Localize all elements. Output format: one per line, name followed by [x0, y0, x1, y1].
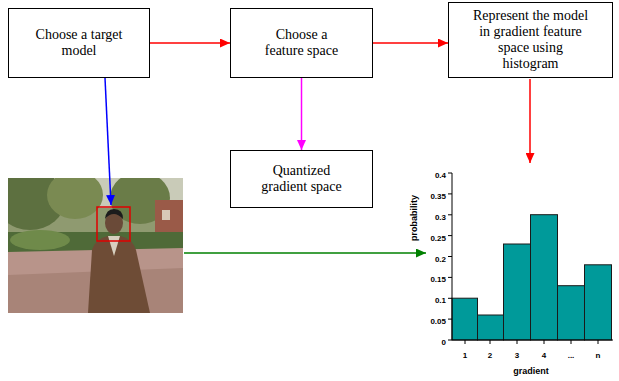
- photo: [8, 178, 183, 313]
- target-rectangle: [97, 207, 130, 241]
- y-ticks: [448, 173, 452, 340]
- process-box: Choose a feature space: [230, 8, 373, 78]
- axis-tick-label: 0.25: [430, 234, 446, 243]
- chart-label-holder: 0.15: [430, 268, 446, 286]
- chart-label-holder: 0: [442, 331, 446, 349]
- bar: [558, 286, 585, 340]
- box-text: Choose a target model: [34, 27, 124, 59]
- chart-label-holder: 0.4: [435, 164, 446, 182]
- axis-tick-label: 0.3: [435, 213, 446, 222]
- x-axis: [452, 340, 613, 341]
- axis-tick-label: 0.2: [435, 255, 446, 264]
- jacket: [88, 236, 150, 313]
- chart-label-holder: 0.3: [435, 206, 446, 224]
- axis-tick-label: 4: [542, 351, 546, 360]
- axis-tick-label: 0.35: [430, 192, 446, 201]
- chart-label-holder: 0.25: [430, 227, 446, 245]
- axis-tick-label: 1: [463, 351, 467, 360]
- chart-label-holder: 0.2: [435, 248, 446, 266]
- box-text: Choose a feature space: [256, 27, 348, 59]
- bar: [504, 244, 531, 340]
- bar: [531, 215, 558, 340]
- bar: [452, 298, 478, 340]
- chart-label-holder: probability: [403, 195, 421, 241]
- window: [162, 210, 170, 220]
- collar: [108, 236, 120, 256]
- box-text: Represent the model in gradient feature …: [469, 8, 593, 72]
- green-arrow: [184, 252, 426, 254]
- chart-label-holder: n: [596, 344, 601, 362]
- flow-arrow: [373, 42, 448, 44]
- histogram: [448, 173, 613, 344]
- process-box: Quantized gradient space: [230, 150, 373, 208]
- axis-tick-label: 3: [515, 351, 519, 360]
- flow-arrow: [301, 78, 303, 150]
- tree: [47, 178, 103, 219]
- axis-title: gradient: [513, 366, 549, 376]
- blue-arrow: [105, 78, 111, 205]
- box-text: Quantized gradient space: [254, 163, 350, 195]
- chart-label-holder: gradient: [513, 360, 549, 378]
- chart-label-holder: 0.1: [435, 289, 446, 307]
- axis-tick-label: n: [596, 351, 601, 360]
- chart-label-holder: ...: [568, 344, 575, 362]
- chart-label-holder: 2: [488, 344, 492, 362]
- chart-label-holder: 0.05: [430, 310, 446, 328]
- chart-label-holder: 1: [463, 344, 467, 362]
- hair: [105, 209, 123, 219]
- axis-title: probability: [409, 195, 419, 241]
- chart-label-holder: 3: [515, 344, 519, 362]
- bar: [585, 265, 612, 340]
- chart-label-holder: 4: [542, 344, 546, 362]
- process-box: Choose a target model: [8, 8, 150, 78]
- x-ticks: [465, 340, 598, 344]
- process-box: Represent the model in gradient feature …: [448, 2, 613, 78]
- axis-tick-label: 0.05: [430, 317, 446, 326]
- axis-tick-label: 0: [442, 338, 446, 347]
- bushes: [10, 230, 70, 250]
- flow-arrow: [150, 42, 230, 44]
- chart-label-holder: 0.35: [430, 185, 446, 203]
- axis-tick-label: ...: [568, 351, 575, 360]
- axis-tick-label: 0.4: [435, 171, 446, 180]
- axis-tick-label: 0.1: [435, 296, 446, 305]
- axis-tick-label: 2: [488, 351, 492, 360]
- red-arrow: [529, 79, 531, 163]
- axis-tick-label: 0.15: [430, 275, 446, 284]
- bar: [478, 315, 504, 340]
